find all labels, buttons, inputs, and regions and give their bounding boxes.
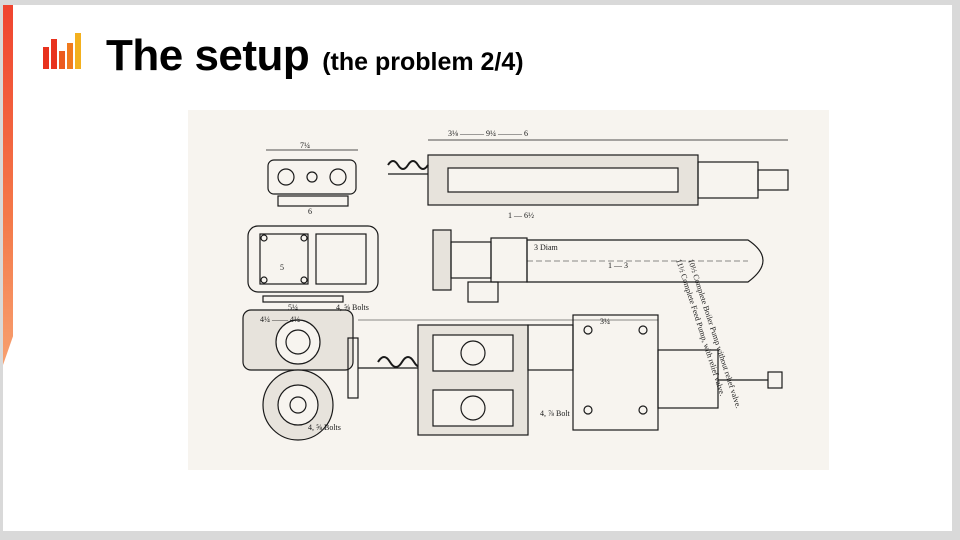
cylinder-section xyxy=(387,139,789,206)
dim-one: 1 — 6½ xyxy=(508,211,534,220)
diameter-label: 3 Diam xyxy=(534,243,559,252)
dim-center-one: 1 — 3 xyxy=(608,261,628,270)
dim-lower-top: 4¼ —— 4¼ xyxy=(260,315,300,324)
title-main: The setup xyxy=(106,31,310,80)
title-subtitle: (the problem 2/4) xyxy=(322,48,524,76)
accent-bar xyxy=(3,5,13,365)
bolts-label-2: 4, ⅞ Bolt xyxy=(540,409,571,418)
side-view-block xyxy=(247,225,379,303)
dim-left-top: 7¼ xyxy=(300,141,310,150)
mechanical-drawing-figure: 7¼ 3⅛ ——— 9¼ ——— 6 6 1 — 6½ 5 5¼ 4, ⅝ Bo… xyxy=(188,110,829,470)
flange-top-view xyxy=(266,149,358,207)
drawing-caption-1: 10½ Complete Boiler Pump without relief … xyxy=(686,258,743,410)
plunger-assembly xyxy=(432,229,764,303)
dim-center-top: 3⅛ ——— 9¼ ——— 6 xyxy=(448,129,528,138)
dim-five: 5 xyxy=(280,263,284,272)
dim-lower-right: 3¼ xyxy=(600,317,610,326)
lower-pump-body xyxy=(242,309,359,441)
slide-title: The setup (the problem 2/4) xyxy=(106,31,524,81)
bolts-label-1: 4, ⅝ Bolts xyxy=(336,303,369,312)
mechanical-drawing-icon: 7¼ 3⅛ ——— 9¼ ——— 6 6 1 — 6½ 5 5¼ 4, ⅝ Bo… xyxy=(242,129,789,441)
brand-logo-icon xyxy=(43,33,81,69)
bolts-label-3: 4, ⅝ Bolts xyxy=(308,423,341,432)
dim-five-b: 5¼ xyxy=(288,303,298,312)
slide: The setup (the problem 2/4) xyxy=(3,5,952,531)
dim-six: 6 xyxy=(308,207,312,216)
valve-body xyxy=(358,314,783,436)
